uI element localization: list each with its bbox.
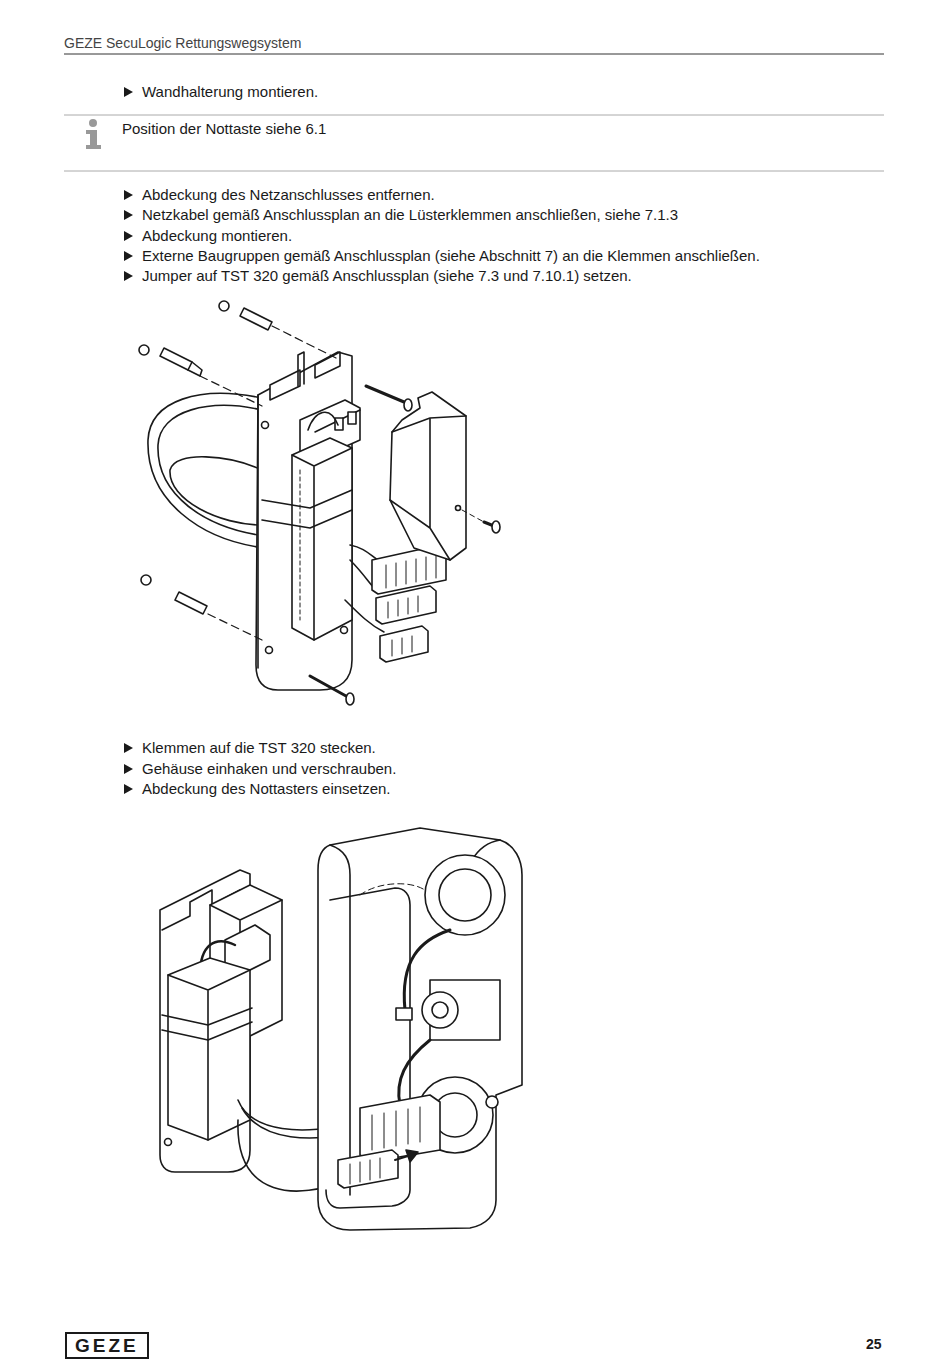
instruction-step: Wandhalterung montieren.	[142, 83, 318, 101]
instruction-step: Abdeckung des Netzanschlusses entfernen.	[142, 186, 435, 204]
instruction-step: Klemmen auf die TST 320 stecken.	[142, 739, 376, 757]
info-icon	[86, 119, 101, 149]
brand-logo: GEZE	[75, 1335, 139, 1358]
instruction-step: Externe Baugruppen gemäß Anschlussplan (…	[142, 247, 760, 265]
info-note: Position der Nottaste siehe 6.1	[122, 120, 326, 138]
instruction-step: Abdeckung montieren.	[142, 227, 292, 245]
instruction-step: Abdeckung des Nottasters einsetzen.	[142, 780, 390, 798]
instruction-step: Gehäuse einhaken und verschrauben.	[142, 760, 396, 778]
instruction-step: Netzkabel gemäß Anschlussplan an die Lüs…	[142, 206, 678, 224]
housing-drawing	[160, 828, 522, 1230]
bullet-marks	[124, 87, 133, 794]
page-number: 25	[866, 1336, 882, 1353]
wall-bracket-drawing	[139, 301, 500, 705]
running-header: GEZE SecuLogic Rettungswegsystem	[64, 35, 301, 52]
logo-frame	[66, 1333, 148, 1358]
instruction-step: Jumper auf TST 320 gemäß Anschlussplan (…	[142, 267, 632, 285]
